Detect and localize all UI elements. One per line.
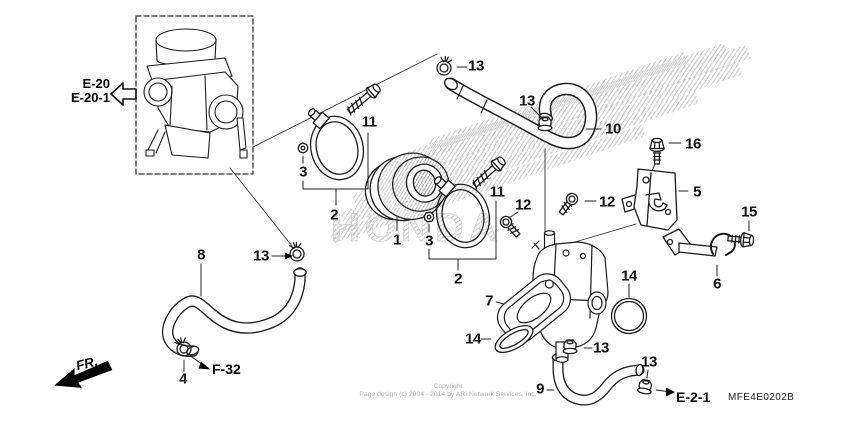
callout-2-b[interactable]: 2 (454, 270, 462, 288)
callout-3-a[interactable]: 3 (299, 163, 307, 181)
part-bolt-16 (649, 137, 665, 165)
part-nut-3b (423, 211, 435, 223)
ref-link-e20[interactable]: E-20 E-20-1 (56, 77, 110, 105)
copyright-footer: Copyright Page design (c) 2004 - 2014 by… (317, 383, 579, 398)
callout-1[interactable]: 1 (393, 231, 401, 249)
part-clamp-13b (537, 116, 553, 132)
part-bolt-15 (726, 230, 755, 249)
part-hose-9 (551, 352, 645, 406)
copyright-line1: Copyright (433, 383, 463, 390)
callout-15[interactable]: 15 (741, 203, 757, 221)
part-clamp-2a (299, 95, 371, 186)
leader-arrowheads (198, 252, 675, 397)
part-hose-8 (161, 267, 307, 357)
callout-4[interactable]: 4 (179, 370, 187, 388)
carburetor-drawing (143, 28, 248, 159)
ref-e20-line1: E-20 (82, 76, 110, 91)
callout-3-b[interactable]: 3 (425, 232, 433, 250)
copyright-line2: Page design (c) 2004 - 2014 by ARI Netwo… (359, 390, 537, 398)
callout-14-a[interactable]: 14 (465, 330, 481, 348)
fr-direction-arrow: FR. (54, 354, 113, 388)
callout-13-b[interactable]: 13 (519, 92, 535, 110)
callout-11-b[interactable]: 11 (489, 183, 505, 201)
callout-13-c[interactable]: 13 (593, 339, 609, 357)
callout-12-a[interactable]: 12 (515, 196, 531, 214)
part-clamp-13a (434, 54, 455, 78)
e20-arrow-icon (110, 82, 137, 106)
attachment-lines (229, 53, 658, 248)
diagram-part-code: MFE4E0202B (728, 392, 795, 403)
callout-12-b[interactable]: 12 (599, 193, 615, 211)
callout-10[interactable]: 10 (605, 120, 621, 138)
callout-5[interactable]: 5 (693, 183, 701, 201)
part-bolt-11a (343, 80, 384, 118)
part-clamp-13d (636, 378, 654, 396)
callout-8[interactable]: 8 (197, 246, 205, 264)
ref-e20-line2: E-20-1 (70, 90, 110, 105)
callout-13-e[interactable]: 13 (253, 247, 269, 265)
part-gasket-14a (494, 325, 534, 353)
ref-link-e21[interactable]: E-2-1 (676, 389, 711, 405)
callout-7[interactable]: 7 (485, 292, 493, 310)
ref-link-f32[interactable]: F-32 (212, 361, 241, 377)
part-oring-14b (610, 297, 648, 335)
part-nut-3a (296, 141, 310, 155)
fr-label: FR. (75, 354, 100, 374)
callout-2-a[interactable]: 2 (330, 206, 338, 224)
callout-13-a[interactable]: 13 (468, 57, 484, 75)
carburetor-inset-box (135, 15, 254, 175)
part-screw-12b (556, 190, 581, 218)
callout-9[interactable]: 9 (536, 380, 544, 398)
callout-11-a[interactable]: 11 (361, 113, 377, 131)
part-stay-6 (662, 228, 736, 257)
callout-16[interactable]: 16 (685, 135, 701, 153)
part-bracket-5 (621, 168, 678, 231)
callout-13-d[interactable]: 13 (641, 353, 657, 371)
part-clamp-13c (562, 339, 578, 355)
callout-6[interactable]: 6 (713, 275, 721, 293)
part-air-tube-1 (364, 152, 450, 222)
callout-14-b[interactable]: 14 (621, 267, 637, 285)
